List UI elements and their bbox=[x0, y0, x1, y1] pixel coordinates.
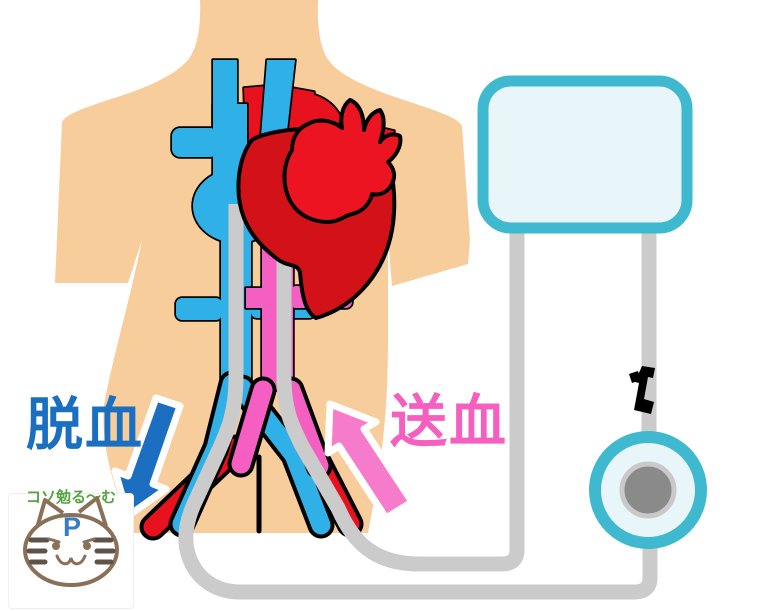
return-cannula-tube bbox=[276, 232, 525, 572]
oxygenator-box bbox=[477, 75, 693, 234]
drainage-cannula-tube bbox=[178, 204, 658, 600]
heart-atrium-vessels bbox=[282, 98, 403, 224]
cat-logo-icon: P bbox=[23, 496, 119, 587]
return-arrow-icon bbox=[324, 400, 416, 522]
site-logo: P コソ勉る〜む bbox=[8, 490, 134, 609]
logo-letter: P bbox=[63, 512, 81, 542]
pump-hub bbox=[619, 461, 677, 519]
return-label: 送血 bbox=[390, 390, 508, 454]
artifact-fragment bbox=[629, 366, 655, 414]
drainage-label: 脱血 bbox=[26, 393, 144, 457]
